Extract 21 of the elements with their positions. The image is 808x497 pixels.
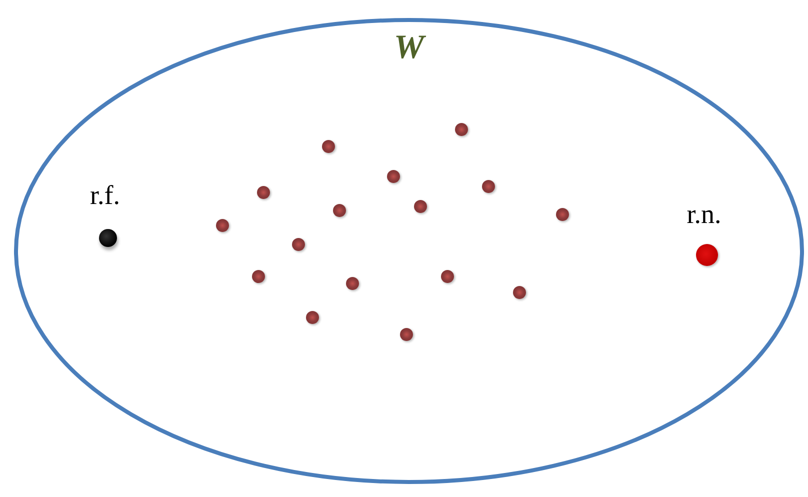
point-dot [512, 286, 526, 298]
point-dot [482, 180, 494, 192]
point-dot [346, 276, 358, 290]
point-dot [414, 200, 426, 212]
point-label: r.f. [90, 180, 120, 211]
point-dot [216, 218, 228, 232]
point-dot [306, 310, 318, 324]
point-dot [292, 238, 304, 250]
point-dot [454, 122, 468, 136]
point-dot [99, 229, 117, 247]
point-dot [332, 204, 346, 216]
point-dot [440, 270, 454, 282]
point-dot [400, 328, 412, 340]
set-label: W [394, 29, 424, 67]
point-dot [386, 170, 400, 182]
point-dot [696, 244, 718, 266]
point-dot [322, 140, 334, 152]
point-dot [252, 270, 264, 282]
point-label: r.n. [686, 199, 722, 230]
point-dot [556, 208, 568, 220]
point-dot [256, 186, 270, 198]
